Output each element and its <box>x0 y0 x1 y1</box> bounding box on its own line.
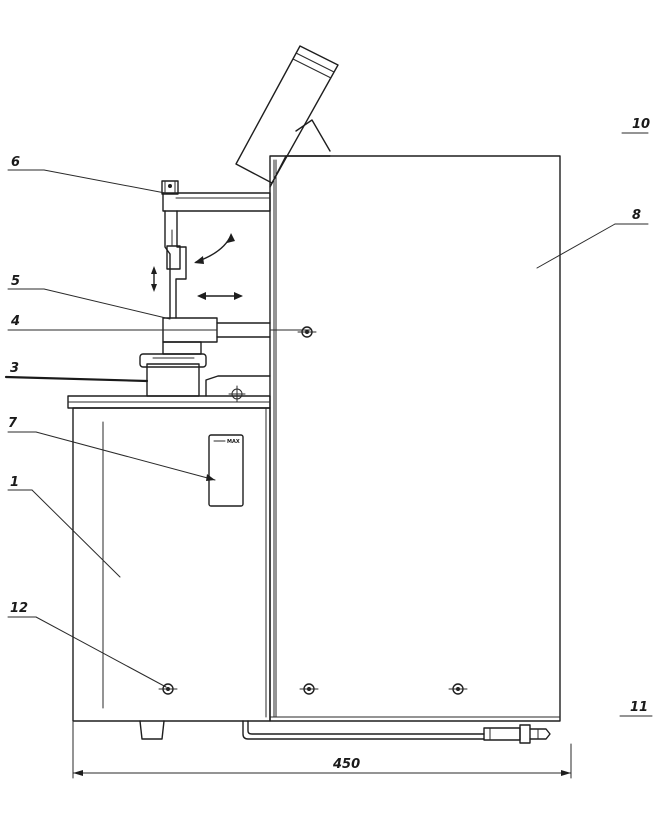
bolt-12 <box>158 683 178 695</box>
callout-label-7: 8 <box>632 208 641 223</box>
callout-11: 11 <box>619 700 653 717</box>
main-cabinet <box>269 155 561 722</box>
callout-label-8: 10 <box>632 117 650 132</box>
callout-3: 3 <box>4 361 149 383</box>
bolt-bottom-right <box>448 683 468 695</box>
gauge-max-label: MAX <box>227 439 240 445</box>
callout-label-4: 4 <box>10 314 20 329</box>
callout-5: 5 <box>7 274 171 320</box>
callout-4: 4 <box>7 314 165 331</box>
callout-12: 12 <box>7 601 167 688</box>
callout-label-10: 7 <box>8 416 18 431</box>
work-table <box>139 353 271 403</box>
vertical-column <box>164 210 187 319</box>
dimension-label: 450 <box>332 757 360 772</box>
callout-6: 6 <box>7 155 166 194</box>
callout-10: 7 <box>7 416 216 481</box>
upper-arm <box>161 180 271 212</box>
clamp-block <box>162 317 311 355</box>
bolt-bottom-left <box>299 683 319 695</box>
callout-label-5: 5 <box>11 274 20 289</box>
motion-arrows <box>151 233 243 300</box>
callout-label-11: 11 <box>630 700 648 715</box>
callout-label-1: 1 <box>10 475 19 490</box>
bottom-pipe <box>242 720 551 744</box>
bolt-upper <box>297 326 317 338</box>
callout-label-3: 3 <box>10 361 19 376</box>
inclined-tube <box>235 45 339 184</box>
callout-8: 10 <box>621 117 650 134</box>
dimension-450: 450 <box>72 721 572 779</box>
level-gauge: MAX <box>208 434 244 507</box>
callout-label-6: 6 <box>11 155 20 170</box>
callout-label-12: 12 <box>10 601 28 616</box>
base-cabinet <box>67 395 271 740</box>
callout-1: 1 <box>7 475 121 578</box>
callout-7: 8 <box>536 208 649 269</box>
